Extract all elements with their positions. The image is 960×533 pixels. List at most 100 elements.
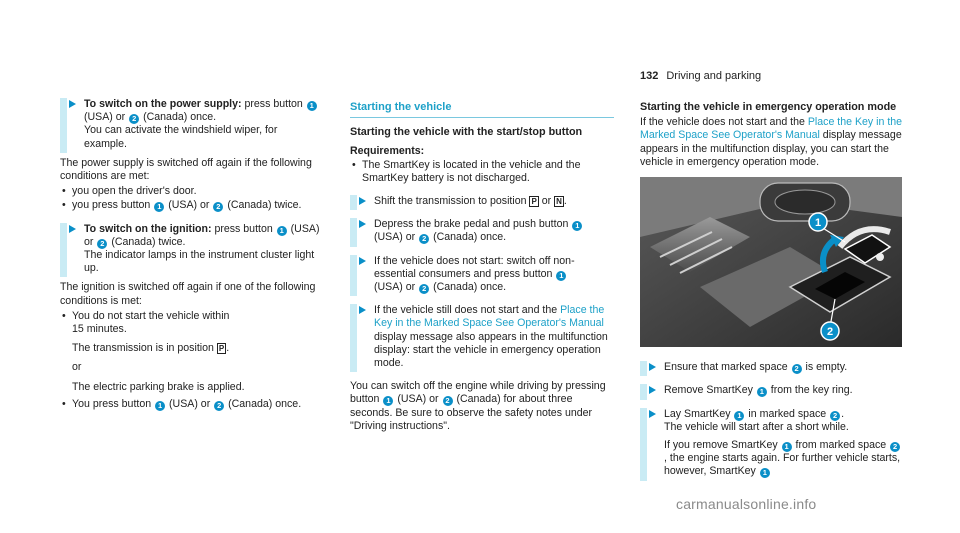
text: The transmission is in position xyxy=(72,342,217,355)
section-name: Driving and parking xyxy=(666,70,762,82)
callout-2-icon: 2 xyxy=(830,410,841,421)
text: You do not start the vehicle within xyxy=(72,309,230,322)
bullet-item: The SmartKey is located in the vehicle a… xyxy=(350,159,614,185)
callout-1-icon: 1 xyxy=(276,225,287,236)
text: or xyxy=(538,195,555,208)
step-ensure-empty: Ensure that marked space 2 is empty. xyxy=(640,361,904,377)
text: You can activate the windshield wiper, f… xyxy=(84,124,278,150)
callout-2-icon: 2 xyxy=(442,396,453,407)
bullet-item: You press button 1 (USA) or 2 (Canada) o… xyxy=(60,398,322,411)
console-illustration: 1 2 xyxy=(640,177,902,348)
callout-2-icon: 2 xyxy=(129,114,140,125)
text: The SmartKey is located in the vehicle a… xyxy=(362,158,581,184)
text: Lay SmartKey xyxy=(664,407,734,420)
text: is empty. xyxy=(802,361,848,374)
text: you open the driver's door. xyxy=(72,185,197,198)
requirements-label: Requirements: xyxy=(350,145,425,158)
text: 15 minutes. xyxy=(72,323,127,336)
callout-1-icon: 1 xyxy=(306,101,317,111)
text: you press button xyxy=(72,199,154,212)
gear-n-icon: N xyxy=(554,196,564,208)
callout-2-label: 2 xyxy=(827,326,833,338)
text: (USA) or xyxy=(374,281,419,294)
callout-2-icon: 2 xyxy=(213,202,224,213)
text: (Canada) once. xyxy=(430,231,507,244)
text: The electric parking brake is applied. xyxy=(72,380,245,393)
callout-1-icon: 1 xyxy=(734,410,745,421)
subsection-heading: Starting the vehicle with the start/stop… xyxy=(350,126,583,139)
callout-1-icon: 1 xyxy=(556,270,567,281)
text: (USA) or xyxy=(166,397,214,410)
text: (USA) or xyxy=(374,231,419,244)
callout-2-icon: 2 xyxy=(419,234,430,245)
text: in marked space xyxy=(745,407,830,420)
callout-1-icon: 1 xyxy=(383,396,394,407)
callout-1-icon: 1 xyxy=(759,468,770,479)
step-arrow-icon xyxy=(69,224,76,233)
text: If the vehicle still does not start and … xyxy=(374,304,561,317)
display-message-link[interactable]: Place the Key in the Marked Space See Op… xyxy=(640,116,903,142)
step-ignition: To switch on the ignition: press button … xyxy=(60,222,322,278)
display-message-link[interactable]: Place the Key in the Marked Space See Op… xyxy=(374,304,605,330)
text: (Canada) for about three seconds. Be sur… xyxy=(350,393,593,432)
step-lay-key: Lay SmartKey 1 in marked space 2. The ve… xyxy=(640,407,904,481)
paragraph: You can switch off the engine while driv… xyxy=(350,380,614,433)
step-remove-key: Remove SmartKey 1 from the key ring. xyxy=(640,384,904,400)
text: display message also appears in the mult… xyxy=(374,330,608,370)
step-arrow-icon xyxy=(359,197,366,206)
step-arrow-icon xyxy=(359,220,366,229)
text: If the vehicle does not start and the xyxy=(640,116,808,129)
step-arrow-icon xyxy=(359,256,366,265)
step-title: To switch on the ignition: xyxy=(84,222,212,235)
step-title: To switch on the power supply: xyxy=(84,98,242,110)
section-title: Starting the vehicle xyxy=(350,101,614,119)
paragraph: The power supply is switched off again i… xyxy=(60,156,312,183)
text: press button xyxy=(241,98,306,110)
text: from the key ring. xyxy=(767,384,853,397)
text: (USA) or xyxy=(84,111,129,124)
text: Shift the transmission to position xyxy=(374,195,530,208)
step-power-supply: To switch on the power supply: press but… xyxy=(60,98,322,153)
text: Ensure that marked space xyxy=(664,361,791,374)
subsection-heading: Starting the vehicle in emergency operat… xyxy=(640,101,897,113)
bullet-item: You do not start the vehicle within 15 m… xyxy=(60,310,322,394)
paragraph: If the vehicle does not start and the Pl… xyxy=(640,116,904,169)
text: If the vehicle does not start: switch of… xyxy=(374,254,575,280)
column-2: Starting the vehicle Starting the vehicl… xyxy=(350,101,614,435)
text: (USA) or xyxy=(165,199,213,212)
bullet-item: you press button 1 (USA) or 2 (Canada) t… xyxy=(60,199,322,212)
callout-2-icon: 2 xyxy=(97,238,108,249)
text: (Canada) once. xyxy=(225,397,302,410)
step-arrow-icon xyxy=(359,306,366,315)
text: Remove SmartKey xyxy=(664,384,756,397)
text: , the engine starts again. For further v… xyxy=(664,452,901,478)
gear-p-icon: P xyxy=(529,196,539,208)
text: press button xyxy=(211,222,276,235)
step-shift: Shift the transmission to position P or … xyxy=(350,195,614,211)
step-emergency: If the vehicle still does not start and … xyxy=(350,304,614,373)
text: display message appears in the multifunc… xyxy=(640,129,902,168)
step-no-start: If the vehicle does not start: switch of… xyxy=(350,254,614,296)
paragraph: The ignition is switched off again if on… xyxy=(60,281,316,307)
text: or xyxy=(72,361,82,374)
text: (USA) or xyxy=(394,393,442,406)
gear-p-icon: P xyxy=(216,343,227,355)
callout-1-icon: 1 xyxy=(155,400,166,411)
text: The vehicle will start after a short whi… xyxy=(664,420,849,433)
callout-1-icon: 1 xyxy=(154,202,165,213)
step-arrow-icon xyxy=(649,386,656,395)
text: (Canada) twice. xyxy=(224,199,302,212)
text: (USA) or xyxy=(84,222,320,248)
callout-1-label: 1 xyxy=(815,217,821,229)
text: . xyxy=(841,407,845,420)
callout-1-icon: 1 xyxy=(572,221,583,232)
callout-2-icon: 2 xyxy=(890,442,901,453)
callout-2-icon: 2 xyxy=(214,400,225,411)
watermark: carmanualsonline.info xyxy=(676,496,817,512)
column-3: Starting the vehicle in emergency operat… xyxy=(640,101,904,485)
text: from marked space xyxy=(792,439,890,452)
text: You can switch off the engine while driv… xyxy=(350,380,606,406)
text: (Canada) once. xyxy=(430,281,507,294)
column-1: To switch on the power supply: press but… xyxy=(60,98,322,412)
step-arrow-icon xyxy=(69,100,76,108)
